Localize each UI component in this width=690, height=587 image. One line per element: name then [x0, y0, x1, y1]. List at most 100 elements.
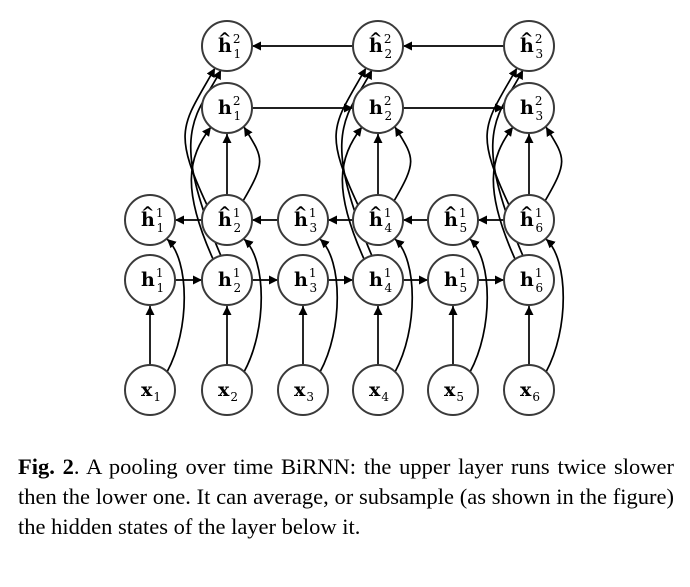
node-symbol: x [141, 379, 153, 401]
hat-accent: ^ [520, 203, 533, 222]
node-circle [503, 82, 555, 134]
node-circle [277, 364, 329, 416]
node-subscript: 3 [535, 47, 543, 61]
node-subscript: 3 [309, 281, 317, 295]
node-circle [427, 194, 479, 246]
node-x-5: x5 [427, 364, 479, 416]
node-subscript: 1 [233, 47, 241, 61]
edge-h1-to-h2-left-3 [492, 126, 516, 260]
node-superscript: 2 [233, 32, 241, 46]
node-circle [201, 364, 253, 416]
node-symbol: x [218, 379, 230, 401]
edge-hhat1-to-hhat2-3 [486, 67, 518, 206]
node-circle [427, 254, 479, 306]
hat-accent: ^ [444, 203, 457, 222]
node-symbol: h [218, 35, 232, 57]
node-superscript: 1 [156, 266, 164, 280]
node-subscript: 3 [306, 390, 314, 404]
figure-label: Fig. 2 [18, 454, 74, 479]
node-label: x4 [369, 379, 389, 404]
node-circle [352, 364, 404, 416]
edge-x-to-hhat1-3 [319, 238, 338, 373]
node-superscript: 2 [535, 94, 543, 108]
node-symbol: h [520, 209, 534, 231]
node-subscript: 5 [456, 390, 464, 404]
node-circle [352, 82, 404, 134]
node-label: x5 [444, 379, 464, 404]
node-label: x3 [294, 379, 314, 404]
node-x-6: x6 [503, 364, 555, 416]
node-subscript: 1 [233, 109, 241, 123]
node-superscript: 1 [459, 266, 467, 280]
node-circle [277, 194, 329, 246]
node-subscript: 1 [156, 221, 164, 235]
hat-accent: ^ [218, 203, 231, 222]
node-superscript: 2 [384, 32, 392, 46]
node-subscript: 4 [384, 281, 392, 295]
node-label: x6 [520, 379, 540, 404]
node-circle [352, 194, 404, 246]
node-x-2: x2 [201, 364, 253, 416]
node-symbol: h [369, 209, 383, 231]
node-circle [352, 20, 404, 72]
edge-hhat1-to-hhat2-2 [335, 67, 367, 206]
node-circle [503, 20, 555, 72]
edge-h1-to-h2-left-1 [190, 126, 214, 260]
node-subscript: 2 [233, 281, 241, 295]
node-superscript: 1 [233, 266, 241, 280]
node-circle [124, 194, 176, 246]
node-circle [124, 364, 176, 416]
node-symbol: h [369, 97, 383, 119]
node-subscript: 2 [384, 47, 392, 61]
edge-h1-to-h2-left-2 [341, 126, 365, 260]
node-symbol: x [444, 379, 456, 401]
edge-hhat1-to-hhat2-1 [184, 67, 216, 206]
node-subscript: 4 [384, 221, 392, 235]
node-x-1: x1 [124, 364, 176, 416]
node-superscript: 1 [309, 266, 317, 280]
node-x-3: x3 [277, 364, 329, 416]
edge-x-to-hhat1-5 [469, 238, 488, 373]
node-superscript: 2 [233, 94, 241, 108]
edges [145, 41, 564, 373]
node-circle [201, 82, 253, 134]
node-subscript: 2 [384, 109, 392, 123]
node-symbol: h [444, 209, 458, 231]
node-superscript: 1 [459, 206, 467, 220]
node-subscript: 6 [532, 390, 540, 404]
node-subscript: 3 [535, 109, 543, 123]
node-symbol: h [218, 269, 232, 291]
node-label: x1 [141, 379, 161, 404]
node-circle [124, 254, 176, 306]
node-subscript: 4 [381, 390, 389, 404]
node-superscript: 1 [156, 206, 164, 220]
hat-accent: ^ [520, 29, 533, 48]
node-subscript: 1 [156, 281, 164, 295]
edge-x-to-hhat1-2 [243, 238, 262, 373]
node-circle [503, 254, 555, 306]
node-circle [201, 254, 253, 306]
hat-accent: ^ [369, 29, 382, 48]
